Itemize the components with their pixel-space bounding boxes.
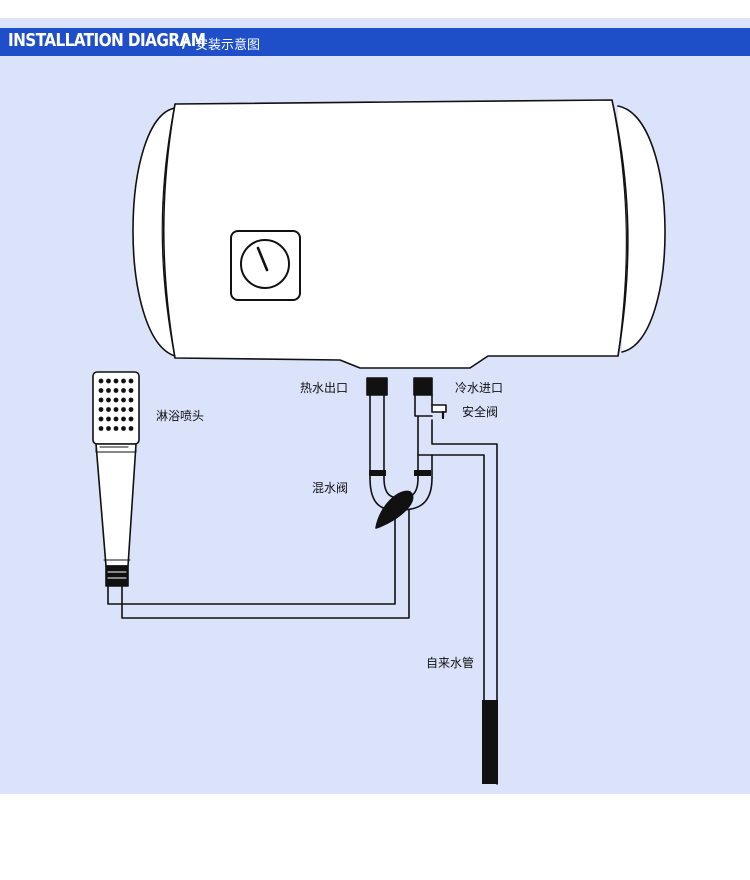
water-heater-tank [132,99,666,369]
nozzle-dot [113,416,119,422]
cold-water-pipe [413,377,498,785]
nozzle-dot [106,426,111,431]
tank-left-edge [161,103,176,359]
tank-left-cap [132,107,176,357]
nozzle-dot [106,416,111,422]
tank-right-cap [617,105,666,353]
nozzle-dot [98,407,104,412]
nozzle-dot [106,388,111,393]
nozzle-dot [113,397,119,403]
section-header: INSTALLATION DIAGRAM / 安装示意图 [0,28,750,56]
nozzle-dot [98,416,104,422]
nozzle-dot [128,397,134,403]
nozzle-dot [106,397,111,403]
header-title: INSTALLATION DIAGRAM [8,30,206,52]
nozzle-dot [98,388,104,393]
nozzle-dot [128,426,134,431]
nozzle-dot [98,397,104,403]
nozzle-dot [121,416,126,422]
label-tap-water-pipe: 自来水管 [426,656,475,670]
safety-valve-icon [431,404,447,413]
nozzle-dot [113,378,119,384]
label-cold-water-inlet: 冷水进口 [455,381,504,395]
nozzle-dot [121,388,126,393]
nozzle-dot [121,407,126,412]
temperature-gauge-icon [230,230,301,301]
label-shower-head: 淋浴喷头 [156,409,205,423]
nozzle-dot [121,378,126,384]
nozzle-dot [121,426,126,431]
nozzle-dot [106,378,111,384]
tank-right-edge [611,99,627,357]
nozzle-dot [113,407,119,412]
nozzle-dot [121,397,126,403]
nozzle-dot [128,416,134,422]
label-mixing-valve: 混水阀 [312,481,349,495]
header-subtitle: 安装示意图 [195,38,261,53]
nozzle-dot [128,378,134,384]
shower-head-icon [92,371,140,587]
nozzle-dot [113,426,119,431]
mixing-valve [107,477,433,619]
header-separator: / [182,32,188,51]
shower-nozzle-dots [98,378,134,431]
label-hot-water-outlet: 热水出口 [300,381,349,395]
nozzle-dot [113,388,119,393]
nozzle-dot [98,426,104,431]
nozzle-dot [106,407,111,412]
hot-water-pipe [366,377,388,479]
label-safety-valve: 安全阀 [462,405,499,419]
nozzle-dot [128,388,134,393]
nozzle-dot [128,407,134,412]
nozzle-dot [98,378,104,384]
